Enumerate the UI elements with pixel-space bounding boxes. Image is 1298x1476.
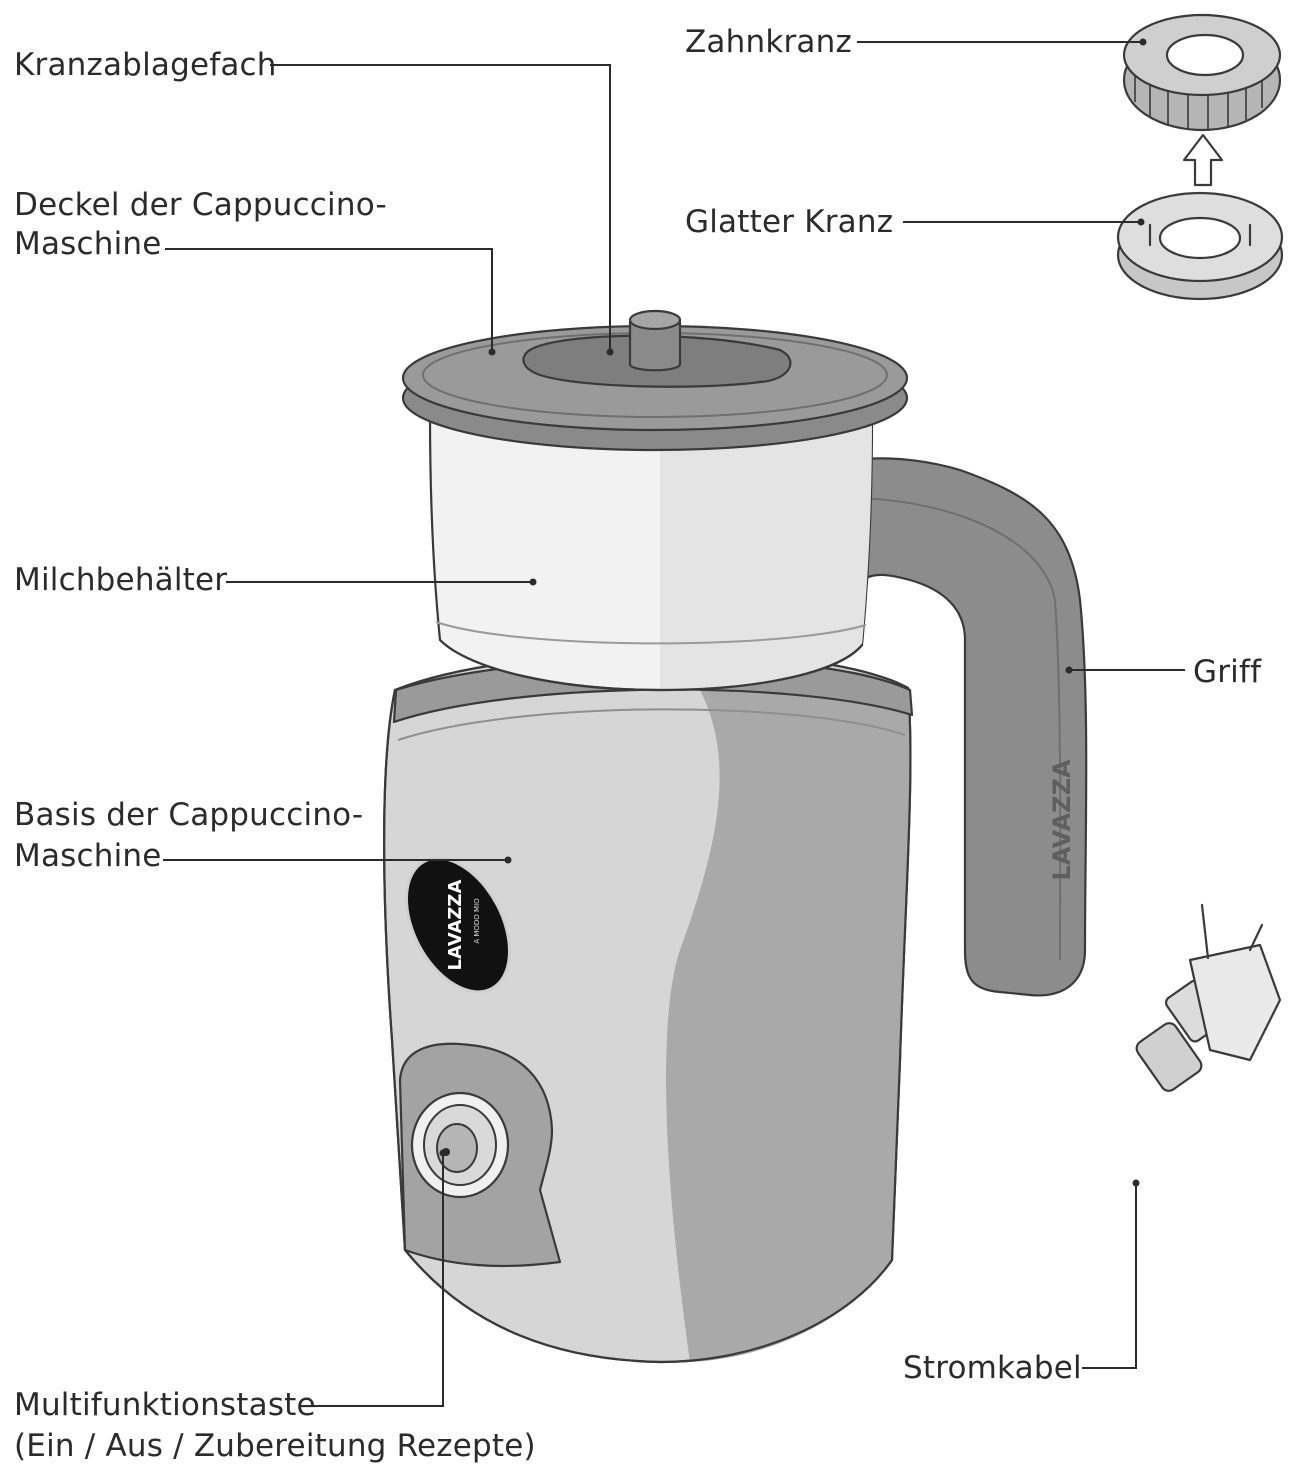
label-deckel-line2: Maschine (14, 226, 162, 262)
label-kranzablagefach: Kranzablagefach (14, 47, 277, 83)
handle-brand-text: LAVAZZA (1048, 759, 1076, 881)
power-plug-icon (1135, 903, 1282, 1092)
logo-tagline-text: A MODO MIO (473, 898, 481, 944)
label-milchbehaelter: Milchbehälter (14, 562, 227, 598)
label-glatter-kranz: Glatter Kranz (685, 204, 893, 240)
toothed-ring-icon (1122, 13, 1282, 132)
label-basis-line1: Basis der Cappuccino- (14, 797, 363, 833)
milk-jug (428, 413, 874, 692)
arrow-up-icon (1182, 133, 1224, 187)
power-cable (892, 947, 1183, 1293)
label-multifunktion-line1: Multifunktionstaste (14, 1387, 316, 1423)
jug-lid (401, 309, 909, 452)
label-multifunktion-line2: (Ein / Aus / Zubereitung Rezepte) (14, 1428, 536, 1464)
smooth-ring-icon (1116, 191, 1284, 301)
label-zahnkranz: Zahnkranz (685, 24, 852, 60)
cappuccino-base (383, 651, 914, 1364)
label-basis-line2: Maschine (14, 838, 162, 874)
label-deckel-line1: Deckel der Cappuccino- (14, 187, 387, 223)
label-stromkabel: Stromkabel (903, 1350, 1082, 1386)
label-griff: Griff (1193, 654, 1262, 690)
labels: Kranzablagefach Deckel der Cappuccino- M… (14, 24, 1262, 1464)
lavazza-logo: LAVAZZA A MODO MIO (405, 856, 511, 994)
multifunction-button[interactable] (410, 1091, 510, 1199)
leader-lines (163, 38, 1185, 1407)
logo-brand-text: LAVAZZA (445, 880, 466, 971)
